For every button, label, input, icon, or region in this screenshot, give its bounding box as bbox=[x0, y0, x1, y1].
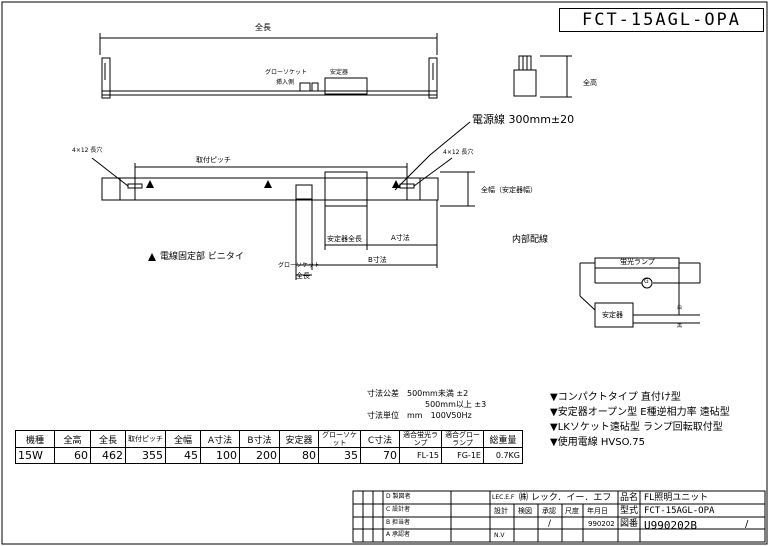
spec-value-row: 15W 60 462 355 45 100 200 80 35 70 FL-15… bbox=[15, 447, 523, 464]
internal-wiring-label: 内部配線 bbox=[512, 235, 549, 245]
spec-value: 60 bbox=[54, 447, 91, 464]
spec-header-row: 機種 全高 全長 取付ピッチ 全幅 A寸法 B寸法 安定器 グローソケット C寸… bbox=[15, 430, 523, 448]
spec-value: 200 bbox=[239, 447, 280, 464]
tolerance-notes: 寸法公差 500mm未満 ±2 500mm以上 ±3 寸法単位 mm 100V5… bbox=[367, 388, 486, 421]
overall-length-label-top: 全長 bbox=[296, 272, 310, 280]
rev-row-b: B 担当者 bbox=[386, 519, 411, 526]
ballast-label: 安定器 bbox=[330, 69, 349, 76]
date-header: 年月日 bbox=[587, 507, 608, 515]
name-label: 品名 bbox=[620, 493, 639, 503]
glow-symbol: G bbox=[644, 278, 649, 285]
wire-lower-label: 黒 bbox=[677, 323, 683, 329]
wire-upper-label: 白 bbox=[677, 305, 683, 311]
ballast-length-label: 安定器全長 bbox=[327, 235, 362, 243]
spec-header: B寸法 bbox=[239, 430, 280, 448]
spec-header: 取付ピッチ bbox=[125, 430, 166, 448]
scale-header: 尺度 bbox=[565, 507, 579, 515]
spec-header: 安定器 bbox=[279, 430, 319, 448]
spec-header: 総重量 bbox=[483, 430, 523, 448]
designer-header: 設計 bbox=[494, 507, 508, 515]
mount-pitch-label: 取付ピッチ bbox=[196, 156, 231, 164]
wiring-ballast-label: 安定器 bbox=[602, 311, 623, 319]
tolerance-note: 500mm以上 ±3 bbox=[425, 400, 487, 409]
side-view bbox=[99, 33, 572, 99]
glow-socket-label-top: グローソケット bbox=[278, 262, 321, 269]
name-value: FL照明ユニット bbox=[644, 493, 709, 503]
rev-row-a: A 承認者 bbox=[386, 531, 411, 538]
model-value: FCT-15AGL-OPA bbox=[644, 506, 715, 516]
cord-fix-markers bbox=[146, 180, 400, 261]
spec-header: 適合蛍光ランプ bbox=[399, 430, 442, 448]
spec-value: 35 bbox=[318, 447, 361, 464]
checker-header: 検図 bbox=[518, 507, 532, 515]
company-name: ㈱ レック．イー．エフ bbox=[519, 493, 612, 503]
rev-row-d: D 製図者 bbox=[386, 493, 411, 500]
feature-item: ▼LKソケット遠砧型 ランプ回転取付型 bbox=[550, 422, 723, 433]
lamp-label: 蛍光ランプ bbox=[620, 258, 655, 266]
height-label: 全高 bbox=[583, 79, 597, 87]
spec-value: 0.7KG bbox=[483, 447, 523, 464]
spec-value: 70 bbox=[360, 447, 400, 464]
width-label: 全幅（安定器幅） bbox=[481, 186, 537, 194]
feature-item: ▼使用電線 HVSO.75 bbox=[550, 437, 645, 448]
drawing-label: 図番 bbox=[620, 519, 639, 529]
spec-header: A寸法 bbox=[200, 430, 240, 448]
drawing-number: U990202B bbox=[644, 519, 697, 532]
a-dim-label: A寸法 bbox=[391, 234, 410, 242]
top-view bbox=[91, 121, 475, 280]
spec-value: 462 bbox=[90, 447, 126, 464]
tolerance-note: 寸法公差 500mm未満 ±2 bbox=[367, 389, 469, 398]
tolerance-note: 寸法単位 mm 100V50Hz bbox=[367, 411, 472, 420]
glow-socket-label: グローソケット bbox=[265, 69, 308, 76]
spec-header: 全高 bbox=[54, 430, 91, 448]
spec-header: グローソケット bbox=[318, 430, 361, 448]
title-block-frame bbox=[352, 490, 766, 543]
spec-header: 全長 bbox=[90, 430, 126, 448]
hole-right-label: 4×12 長穴 bbox=[443, 149, 474, 156]
spec-header: 機種 bbox=[15, 430, 55, 448]
date-value: 990202 bbox=[588, 520, 615, 528]
insertion-side-label: 挿入側 bbox=[276, 79, 295, 86]
drawing-slash: / bbox=[745, 519, 749, 530]
spec-value: 80 bbox=[279, 447, 319, 464]
spec-header: 適合グローランプ bbox=[441, 430, 484, 448]
hole-left-label: 4×12 長穴 bbox=[72, 147, 103, 154]
spec-table: 機種 全高 全長 取付ピッチ 全幅 A寸法 B寸法 安定器 グローソケット C寸… bbox=[15, 430, 523, 464]
feature-list: ▼コンパクトタイプ 直付け型 ▼安定器オープン型 E種逆相力率 遠砧型 ▼LKソ… bbox=[550, 390, 730, 450]
drawing-title: FCT-15AGL-OPA bbox=[559, 8, 764, 32]
slash-mark: / bbox=[548, 519, 552, 529]
cord-fix-label: 電線固定部 ビニタイ bbox=[160, 252, 244, 262]
overall-length-label: 全長 bbox=[255, 23, 271, 32]
spec-header: C寸法 bbox=[360, 430, 400, 448]
spec-value: FG-1E bbox=[441, 447, 484, 464]
nv-mark: N.V bbox=[494, 532, 505, 539]
spec-header: 全幅 bbox=[165, 430, 201, 448]
feature-item: ▼安定器オープン型 E種逆相力率 遠砧型 bbox=[550, 407, 730, 418]
model-label: 型式 bbox=[620, 506, 639, 516]
b-dim-label: B寸法 bbox=[368, 256, 387, 264]
feature-item: ▼コンパクトタイプ 直付け型 bbox=[550, 392, 681, 403]
rev-row-c: C 設計者 bbox=[386, 506, 411, 513]
power-cord-label: 電源線 300mm±20 bbox=[472, 113, 575, 126]
wiring-diagram bbox=[579, 257, 701, 328]
spec-value: 15W bbox=[15, 447, 55, 464]
spec-value: 45 bbox=[165, 447, 201, 464]
company-prefix: LEC.E.F bbox=[492, 494, 515, 501]
spec-value: FL-15 bbox=[399, 447, 442, 464]
spec-value: 100 bbox=[200, 447, 240, 464]
spec-value: 355 bbox=[125, 447, 166, 464]
approver-header: 承認 bbox=[542, 507, 556, 515]
